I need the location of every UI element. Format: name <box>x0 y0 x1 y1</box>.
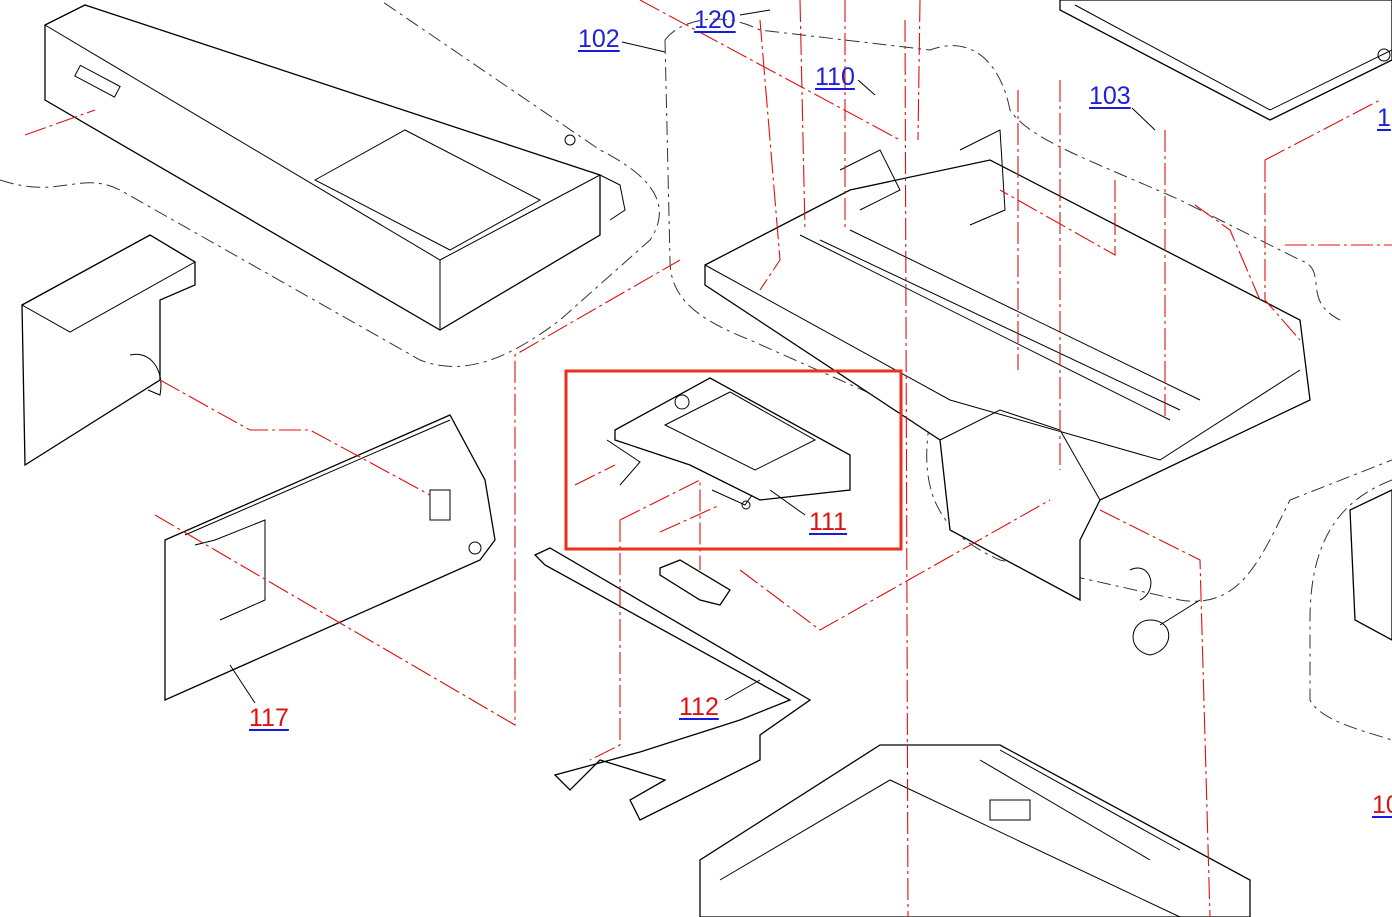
callout-117[interactable]: 117 <box>249 704 289 732</box>
callout-120[interactable]: 120 <box>694 6 736 34</box>
group-outline-right <box>1309 479 1392 741</box>
callout-102[interactable]: 102 <box>578 25 620 53</box>
callout-right-top[interactable]: 1 <box>1377 104 1391 132</box>
part-left-panel <box>20 234 196 467</box>
group-outline-top-cover <box>0 0 660 367</box>
part-117-bracket <box>164 414 496 702</box>
callout-right-bottom[interactable]: 10 <box>1372 791 1392 819</box>
leader-lines <box>24 0 1392 917</box>
highlight-box-111 <box>564 369 903 551</box>
part-112-cable <box>533 547 812 821</box>
group-outline-frame <box>664 18 1392 602</box>
part-top-right-cover <box>1059 0 1392 121</box>
part-right-board <box>1349 489 1392 641</box>
part-small-bracket <box>659 559 731 606</box>
part-top-cover <box>44 4 626 331</box>
part-111-panel <box>606 377 851 510</box>
callout-110[interactable]: 110 <box>815 63 855 91</box>
part-base-unit <box>699 744 1251 917</box>
callout-103[interactable]: 103 <box>1089 82 1131 110</box>
callout-111[interactable]: 111 <box>809 508 848 536</box>
part-cable-ring <box>1129 567 1201 656</box>
part-main-frame <box>704 129 1311 602</box>
callout-112[interactable]: 112 <box>679 693 719 721</box>
